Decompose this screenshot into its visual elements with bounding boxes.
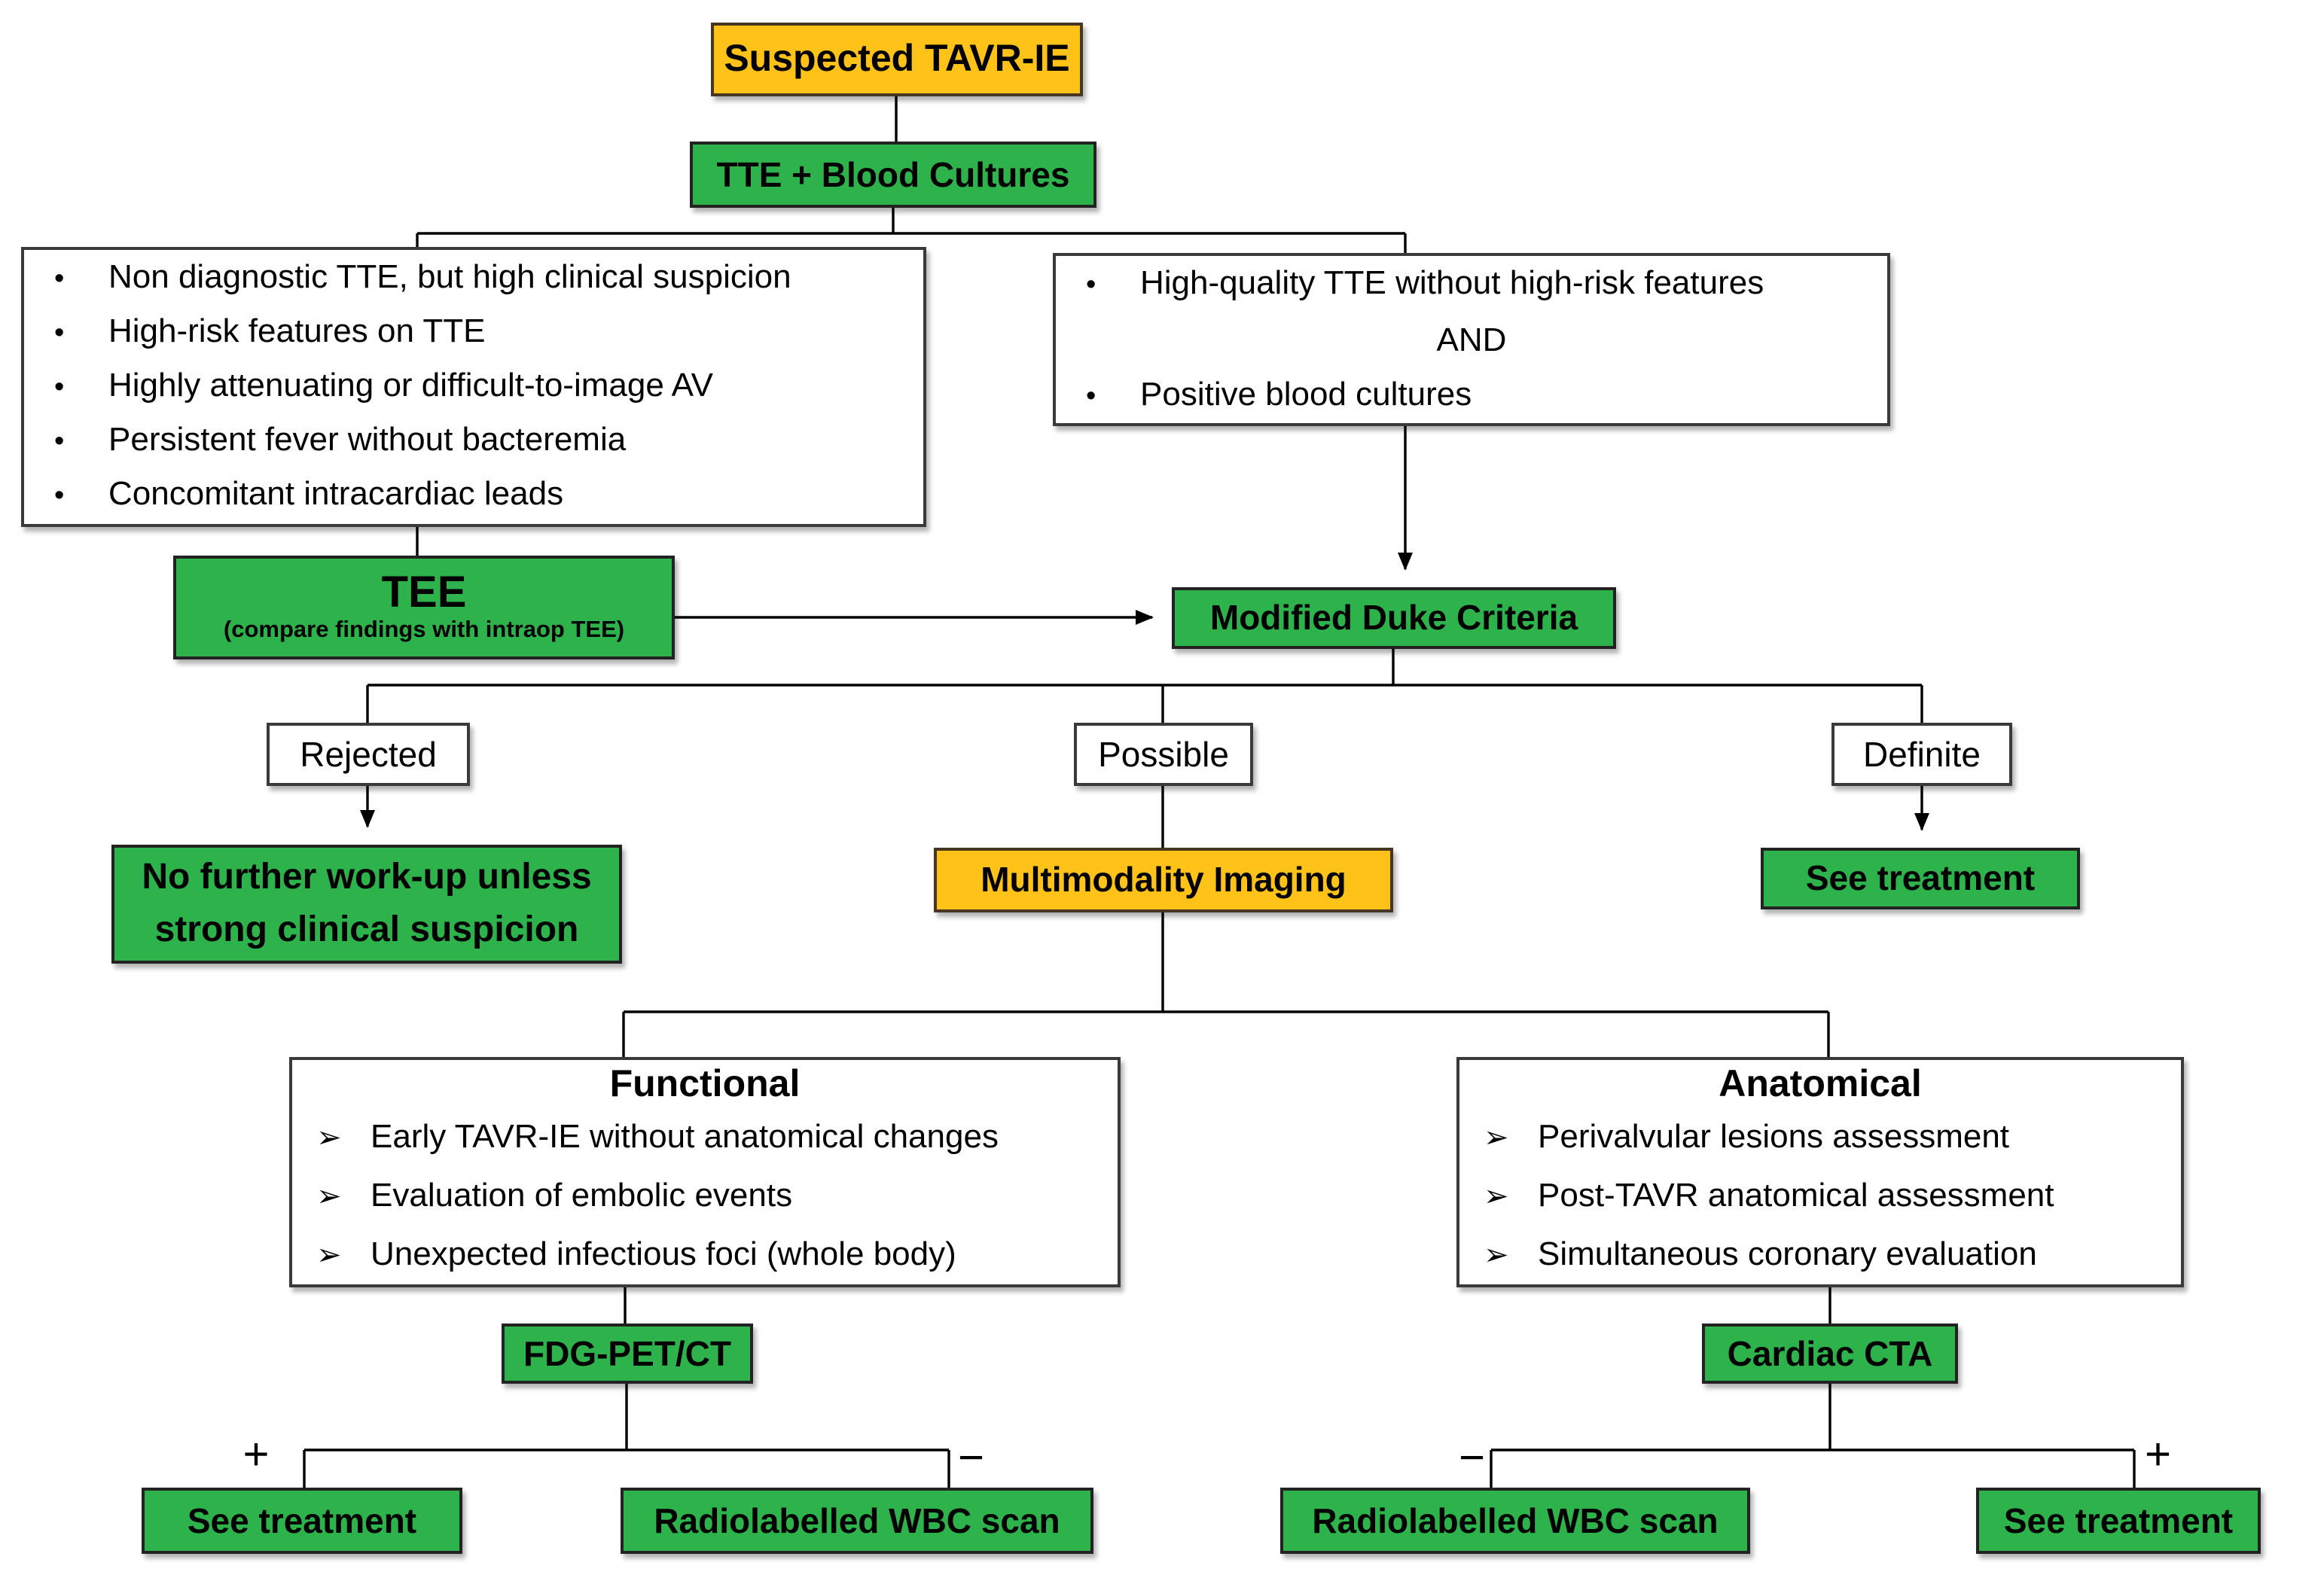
node-radiolabelled-wbc-scan-cta: Radiolabelled WBC scan [1280, 1488, 1750, 1554]
node-label: Radiolabelled WBC scan [1312, 1500, 1719, 1540]
node-sublabel: (compare findings with intraop TEE) [223, 617, 625, 643]
list-item: • Positive blood cultures [1068, 367, 1875, 424]
bullet-icon: • [54, 480, 65, 512]
bullet-icon: • [54, 318, 65, 349]
list-item: • Concomitant intracardiac leads [36, 468, 911, 522]
node-tte-concern-criteria: • Non diagnostic TTE, but high clinical … [21, 247, 926, 527]
node-label: No further work-up unless strong clinica… [142, 857, 592, 949]
node-label: Modified Duke Criteria [1209, 598, 1578, 638]
group-title: Functional [609, 1063, 801, 1105]
node-label: TEE [381, 569, 467, 618]
node-label: Multimodality Imaging [981, 860, 1347, 900]
list-item: • High-risk features on TTE [36, 306, 911, 360]
edge-label-cta-positive: + [2145, 1430, 2172, 1480]
list-item-text: Non diagnostic TTE, but high clinical su… [108, 257, 791, 295]
node-see-treatment-fdg-positive: See treatment [142, 1488, 462, 1554]
edge-label-fdg-positive: + [242, 1430, 270, 1480]
node-label: Rejected [300, 734, 437, 774]
list-item: • Non diagnostic TTE, but high clinical … [36, 251, 911, 306]
node-radiolabelled-wbc-scan-fdg: Radiolabelled WBC scan [621, 1488, 1093, 1554]
list-item: ➢ Perivalvular lesions assessment [1472, 1108, 2169, 1167]
node-tte-reassuring-criteria: • High-quality TTE without high-risk fea… [1053, 253, 1890, 426]
list-item: • Persistent fever without bacteremia [36, 414, 911, 468]
list-item: ➢ Unexpected infectious foci (whole body… [304, 1226, 1106, 1284]
group-title: Anatomical [1719, 1063, 1922, 1105]
node-label: Radiolabelled WBC scan [654, 1500, 1060, 1540]
node-no-further-workup: No further work-up unless strong clinica… [111, 845, 622, 964]
node-functional-imaging: Functional ➢ Early TAVR-IE without anato… [289, 1057, 1121, 1287]
node-label: See treatment [2003, 1500, 2234, 1540]
node-label: TTE + Blood Cultures [716, 154, 1070, 194]
list-item-text: Positive blood cultures [1140, 374, 1472, 412]
node-label: See treatment [187, 1500, 417, 1540]
edge-label-fdg-negative: − [958, 1433, 985, 1483]
node-suspected-tavr-ie: Suspected TAVR-IE [711, 23, 1083, 96]
node-label: Cardiac CTA [1727, 1333, 1933, 1373]
node-anatomical-imaging: Anatomical ➢ Perivalvular lesions assess… [1456, 1057, 2184, 1287]
node-modified-duke-criteria: Modified Duke Criteria [1172, 587, 1616, 649]
conjunction-and: AND [1436, 320, 1507, 358]
list-item-text: Unexpected infectious foci (whole body) [371, 1235, 956, 1272]
arrow-bullet-icon: ➢ [316, 1122, 342, 1155]
bullet-icon: • [1086, 269, 1096, 300]
list-item: ➢ Simultaneous coronary evaluation [1472, 1226, 2169, 1284]
list-item: • Highly attenuating or difficult-to-ima… [36, 360, 911, 414]
node-cardiac-cta: Cardiac CTA [1702, 1324, 1958, 1384]
edge-label-cta-negative: − [1458, 1433, 1485, 1483]
list-item-text: Perivalvular lesions assessment [1538, 1117, 2010, 1155]
list-item-text: Post-TAVR anatomical assessment [1538, 1176, 2054, 1214]
arrow-bullet-icon: ➢ [1484, 1180, 1509, 1214]
node-see-treatment-definite: See treatment [1761, 848, 2080, 909]
list-item: ➢ Evaluation of embolic events [304, 1167, 1106, 1226]
node-tte-blood-cultures: TTE + Blood Cultures [690, 142, 1096, 208]
node-multimodality-imaging: Multimodality Imaging [934, 848, 1393, 912]
list-item: ➢ Early TAVR-IE without anatomical chang… [304, 1108, 1106, 1167]
node-label: Definite [1863, 734, 1981, 774]
arrow-bullet-icon: ➢ [316, 1239, 342, 1272]
node-rejected: Rejected [267, 723, 470, 786]
list-item: ➢ Post-TAVR anatomical assessment [1472, 1167, 2169, 1226]
list-item-text: Persistent fever without bacteremia [108, 420, 627, 458]
bullet-icon: • [54, 372, 65, 404]
arrow-bullet-icon: ➢ [316, 1180, 342, 1214]
node-fdg-pet-ct: FDG-PET/CT [502, 1324, 753, 1384]
node-see-treatment-cta-positive: See treatment [1976, 1488, 2261, 1554]
node-label: FDG-PET/CT [523, 1333, 731, 1373]
node-definite: Definite [1831, 723, 2012, 786]
node-possible: Possible [1074, 723, 1253, 786]
bullet-icon: • [1086, 380, 1096, 412]
list-item-text: Simultaneous coronary evaluation [1538, 1235, 2037, 1272]
list-item-text: Highly attenuating or difficult-to-image… [108, 366, 714, 404]
node-label: Suspected TAVR-IE [724, 38, 1070, 81]
node-label: Possible [1098, 734, 1229, 774]
arrow-bullet-icon: ➢ [1484, 1239, 1509, 1272]
bullet-icon: • [54, 263, 65, 295]
list-item-text: Evaluation of embolic events [371, 1176, 793, 1214]
arrow-bullet-icon: ➢ [1484, 1122, 1509, 1155]
bullet-icon: • [54, 426, 65, 458]
list-item-text: High-quality TTE without high-risk featu… [1140, 263, 1764, 300]
list-item: • High-quality TTE without high-risk fea… [1068, 255, 1875, 312]
node-label: See treatment [1805, 858, 2036, 898]
list-item-text: Concomitant intracardiac leads [108, 474, 564, 512]
node-tee: TEE (compare findings with intraop TEE) [173, 556, 675, 659]
list-item-text: Early TAVR-IE without anatomical changes [371, 1117, 999, 1155]
list-item-text: High-risk features on TTE [108, 312, 486, 349]
